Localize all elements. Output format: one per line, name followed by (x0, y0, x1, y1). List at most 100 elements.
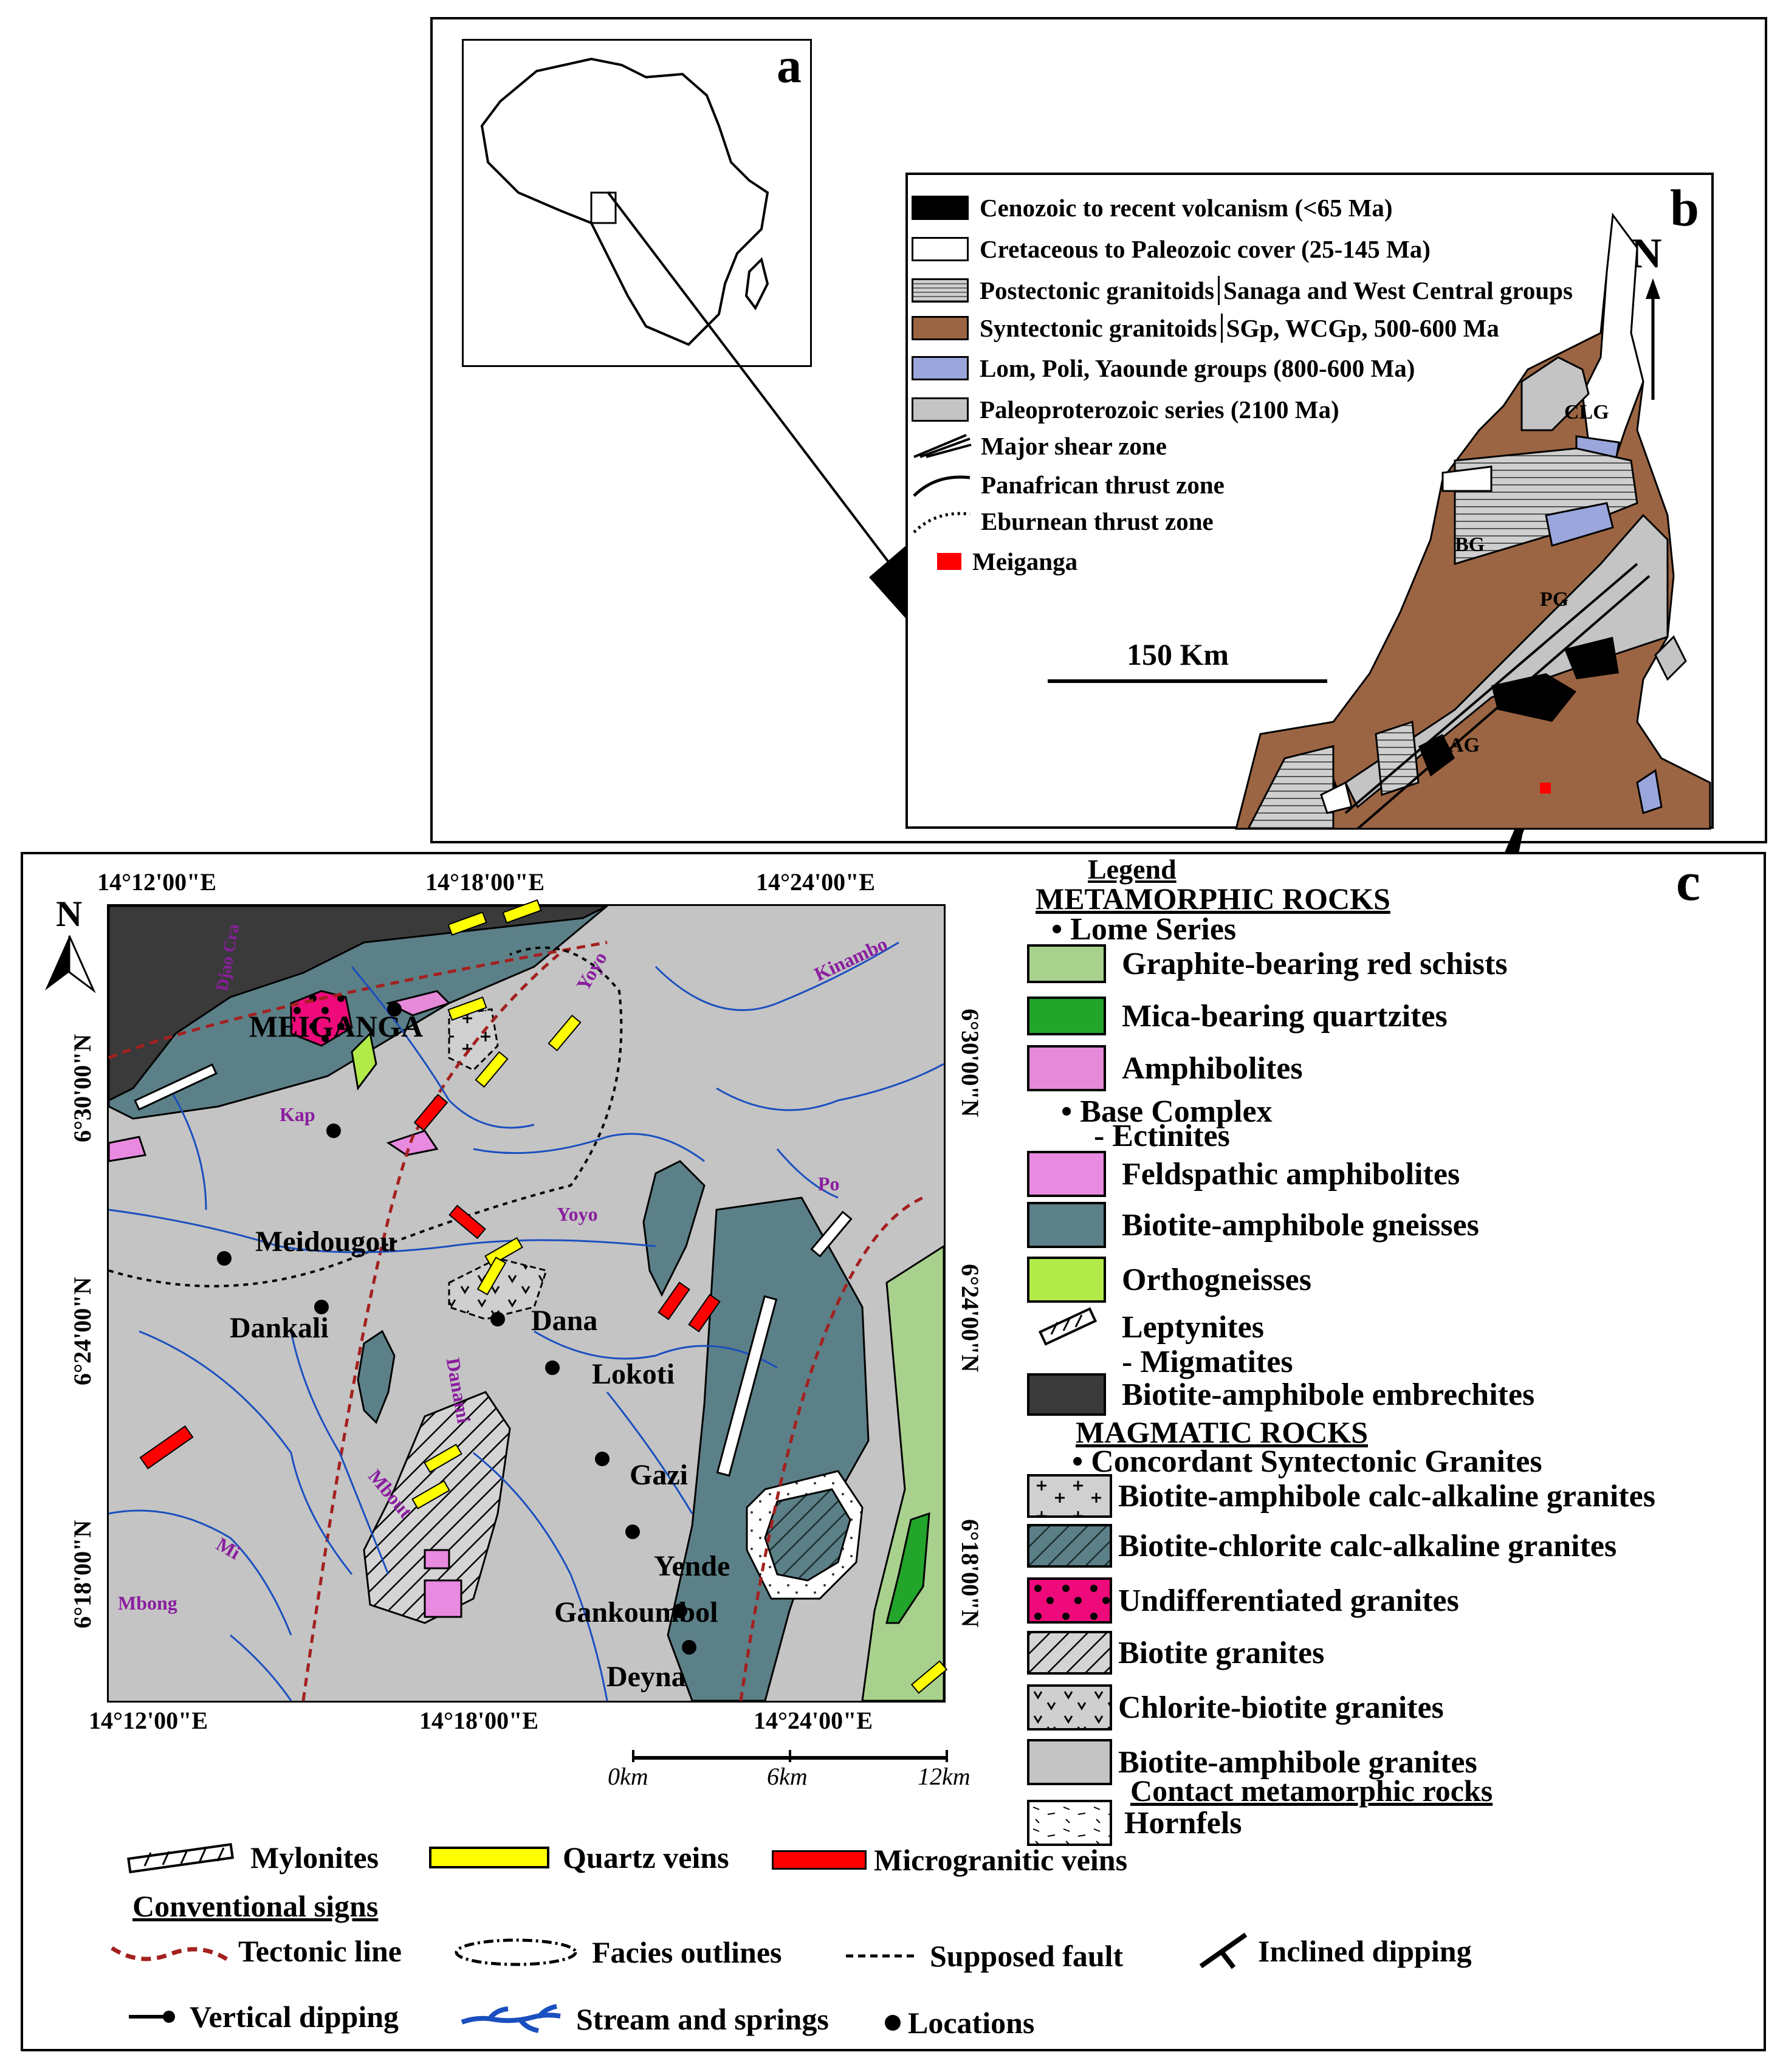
feldspathic-amph-3 (424, 1549, 450, 1569)
legend-vertical-dipping: Vertical dipping (126, 1999, 399, 2034)
coord-left-3: 6°18'00"N (69, 1520, 96, 1628)
legend-graphite-schists: Graphite-bearing red schists (1027, 944, 1508, 983)
legend-hatched-granites: Biotite-chlorite calc-alkaline granites (1027, 1524, 1616, 1568)
swatch-gneisses (1027, 1202, 1106, 1248)
place-gankoumbol: Gankoumbol (554, 1596, 718, 1628)
legend-b-syntectonic: Syntectonic granitoids SGp, WCGp, 500-60… (912, 314, 1499, 343)
swatch-volcanism (912, 196, 969, 220)
place-dankali: Dankali (230, 1312, 329, 1344)
tectonic-line-icon (111, 1946, 230, 1962)
panel-c-letter: c (1676, 852, 1700, 912)
contact-heading: Contact metamorphic rocks (1130, 1774, 1493, 1808)
region-label-bg: BG (1455, 533, 1485, 556)
panel-b-letter: b (1670, 179, 1699, 237)
panel-b-scale-bar (1048, 679, 1327, 683)
legend-locations: Locations (885, 2005, 1034, 2040)
place-gazi: Gazi (630, 1459, 688, 1491)
swatch-amphibolites (1027, 1045, 1106, 1091)
feldspathic-amph-4 (424, 1579, 462, 1618)
thrust-zone-icon (913, 475, 971, 497)
coord-bottom-1: 14°12'00"E (89, 1707, 208, 1734)
gneiss-zone-east (667, 1196, 870, 1702)
swatch-feldspathic-amphibolites (1027, 1151, 1106, 1197)
legend-feldspathic-amphibolites: Feldspathic amphibolites (1027, 1151, 1460, 1197)
legend-hornfels: Hornfels (1027, 1800, 1242, 1846)
river-po: Po (818, 1173, 840, 1195)
microgranitic-veins (139, 1094, 721, 1470)
scale-label-6: 6km (767, 1763, 808, 1790)
legend-supposed-fault: Supposed fault (846, 1938, 1123, 1974)
gneiss-lens-1 (642, 1160, 706, 1297)
hatch-pattern-icon (1029, 1526, 1110, 1565)
legend-b-eburnean: Eburnean thrust zone (912, 507, 1214, 536)
panel-c-north-label: N (56, 894, 83, 934)
legend-mica-quartzites: Mica-bearing quartzites (1027, 997, 1448, 1035)
legend-title: Legend (1088, 854, 1177, 885)
scale-tick-12 (946, 1750, 948, 1762)
supposed-fault-icon (846, 1954, 919, 1958)
location-dot-icon (885, 2015, 901, 2031)
region-label-clg: CLG (1564, 401, 1609, 424)
legend-biotite-granites: Biotite granites (1027, 1631, 1324, 1675)
quartz-veins (411, 899, 948, 1694)
gneiss-lens-2 (357, 1329, 396, 1424)
river-yoyo-central: Yoyo (557, 1203, 598, 1225)
legend-b-postectonic: Postectonic granitoids Sanaga and West C… (912, 276, 1573, 305)
africa-outline (480, 57, 769, 346)
legend-amphibolites: Amphibolites (1027, 1045, 1303, 1091)
swatch-hornfels (1027, 1800, 1112, 1846)
vertical-dipping-icon (129, 2011, 175, 2023)
facies-outline-icon (455, 1938, 577, 1966)
coord-top-1: 14°12'00"E (97, 868, 216, 896)
leptynite-icon (1038, 1307, 1098, 1346)
embrechite-north (108, 905, 608, 1102)
scale-label-0: 0km (608, 1763, 648, 1790)
migmatites-heading: - Migmatites (1122, 1345, 1293, 1379)
swatch-biotite-granites (1027, 1631, 1112, 1675)
panel-b-north-arrow (1646, 278, 1660, 400)
cameroon-map (1235, 213, 1711, 830)
scale-tick-0 (632, 1750, 634, 1762)
legend-biotite-amphibole-gneisses: Biotite-amphibole gneisses (1027, 1202, 1479, 1248)
legend-b-volcanism: Cenozoic to recent volcanism (<65 Ma) (912, 193, 1393, 222)
undifferentiated-granite (290, 990, 353, 1047)
conventional-heading: Conventional signs (132, 1889, 379, 1923)
legend-streams: Stream and springs (459, 2002, 829, 2037)
place-dana: Dana (531, 1305, 598, 1337)
coord-bottom-2: 14°18'00"E (419, 1707, 538, 1734)
river-kap: Kap (280, 1103, 315, 1125)
shear-zone-icon (913, 434, 972, 458)
legend-inclined-dipping: Inclined dipping (1197, 1930, 1472, 1972)
tectonic-line-3 (739, 1196, 924, 1701)
scale-label-12: 12km (918, 1763, 971, 1790)
mylonites (134, 1063, 853, 1477)
supposed-fault (108, 946, 623, 1288)
panel-c-north-arrow (45, 935, 96, 993)
panel-b-cameroon: b N CLG BG PG AG 150 Km Cenoz (905, 173, 1714, 830)
panel-b-scale-label: 150 Km (1127, 637, 1229, 671)
swatch-embrechites (1027, 1373, 1106, 1416)
legend-tectonic-line: Tectonic line (109, 1933, 402, 1969)
swatch-chlorite-biotite (1027, 1684, 1112, 1731)
legend-mylonites: Mylonites (126, 1840, 379, 1875)
legend-b-meiganga: Meiganga (912, 547, 1077, 576)
quartzite-band (885, 1512, 930, 1624)
metamorphic-heading: METAMORPHIC ROCKS (1036, 882, 1390, 916)
v-pattern-icon (1029, 1687, 1110, 1728)
legend-b-shear: Major shear zone (912, 431, 1167, 461)
legend-cross-granites: Biotite-amphibole calc-alkaline granites (1027, 1474, 1655, 1518)
region-label-ag: AG (1449, 734, 1480, 756)
swatch-postectonic (912, 278, 969, 303)
geological-map (107, 899, 948, 1703)
swatch-mica-quartzites (1027, 997, 1106, 1035)
coord-right-2: 6°24'00"N (957, 1264, 984, 1373)
panel-a-africa-inset: a (462, 38, 812, 367)
legend-leptynites: Leptynites (1027, 1307, 1264, 1346)
coord-left-1: 6°30'00"N (69, 1034, 96, 1142)
magmatic-heading: MAGMATIC ROCKS (1076, 1415, 1369, 1449)
swatch-biotite-amphibole-granites (1027, 1739, 1112, 1785)
coord-top-3: 14°24'00"E (756, 868, 875, 896)
base-complex-heading: • Base Complex (1061, 1094, 1273, 1129)
coord-top-2: 14°18'00"E (425, 868, 545, 896)
scale-tick-6 (789, 1750, 791, 1762)
